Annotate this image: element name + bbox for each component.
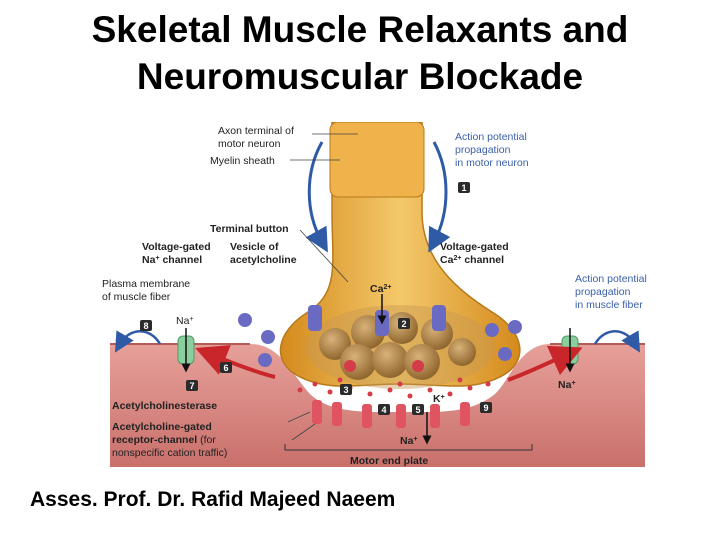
svg-text:1: 1 [461,183,466,193]
svg-text:3: 3 [343,385,348,395]
vesicle [372,342,408,378]
label-na-bottom: Na+ [400,435,418,447]
membrane-particle [485,323,499,337]
vesicle [319,328,351,360]
ca-channel [308,305,322,331]
label-plasma-1: Plasma membrane [102,278,190,290]
svg-text:7: 7 [189,381,194,391]
step-badge-6: 6 [220,362,232,373]
label-vesicle-1: Vesicle of [230,241,279,253]
label-myelin: Myelin sheath [210,155,275,167]
leader-lines [287,133,358,441]
label-ap-neuron-1: Action potential [455,131,527,143]
ach-receptor [312,400,322,424]
svg-text:2: 2 [401,319,406,329]
ach-receptor [332,402,342,426]
label-motor-end-plate: Motor end plate [350,455,428,467]
label-axon-terminal: Axon terminal of [218,125,294,137]
membrane-particle [258,353,272,367]
ach-receptor [430,404,440,428]
label-terminal-button: Terminal button [210,223,289,235]
step-badge-2: 2 [398,318,410,329]
title-line-2: Neuromuscular Blockade [136,56,584,97]
label-ache: Acetylcholinesterase [112,400,217,412]
step-badge-5: 5 [412,404,424,415]
label-ach-gated-3: nonspecific cation traffic) [112,447,227,459]
step-badge-3: 3 [340,384,352,395]
label-ap-muscle-1: Action potential [575,273,647,285]
label-vesicle-2: acetylcholine [230,254,297,266]
ach-receptor [396,404,406,428]
label-k-ion: K+ [433,393,445,405]
ach-receptor [460,402,470,426]
membrane-particle [261,330,275,344]
muscle-fiber [110,344,645,467]
membrane-particle [508,320,522,334]
label-vg-ca-1: Voltage-gated [440,241,509,253]
motor-end-plate-brace [284,444,533,451]
depolarization-arrow-right [507,345,583,382]
label-plasma-2: of muscle fiber [102,291,171,303]
vesicle [340,344,376,380]
page-title: Skeletal Muscle Relaxants and Neuromuscu… [0,6,720,100]
label-axon-terminal-2: motor neuron [218,138,281,150]
author-credit: Asses. Prof. Dr. Rafid Majeed Naeem [30,488,396,511]
step-badge-8: 8 [140,320,152,331]
vesicle [412,360,424,372]
label-ap-muscle-2: propagation [575,286,631,298]
svg-text:4: 4 [381,405,386,415]
step-badge-4: 4 [378,404,390,415]
membrane-particle [498,347,512,361]
svg-text:9: 9 [483,403,488,413]
step-badge-7: 7 [186,380,198,391]
ap-neuron-arrow-right [428,141,451,253]
membrane-particle [238,313,252,327]
svg-text:8: 8 [143,321,148,331]
vesicle [344,360,356,372]
ap-muscle-arrow-left [114,330,162,353]
myelin-sheath [329,122,425,198]
label-na-right: Na+ [558,379,576,391]
svg-text:5: 5 [415,405,420,415]
label-ca-ion: Ca2+ [370,283,391,295]
ap-neuron-arrow-left [305,141,328,253]
step-badge-1: 1 [458,182,470,193]
neuromuscular-junction-diagram: Axon terminal of motor neuron Myelin she… [102,122,647,467]
depolarization-arrow-left [195,345,276,379]
label-na-left: Na+ [176,315,194,327]
vesicle [448,338,476,366]
label-ach-gated-2: receptor-channel (for [112,434,216,446]
title-line-1: Skeletal Muscle Relaxants and [91,9,629,50]
ach-receptor [362,404,372,428]
label-ap-neuron-3: in motor neuron [455,157,529,169]
label-vg-na-1: Voltage-gated [142,241,211,253]
label-ap-muscle-3: in muscle fiber [575,299,643,311]
ca-channel [432,305,446,331]
label-vg-ca-2: Ca2+ channel [440,254,504,266]
label-vg-na-2: Na+ channel [142,254,202,266]
ap-muscle-arrow-right [593,330,641,353]
label-ach-gated-1: Acetylcholine-gated [112,421,212,433]
svg-text:6: 6 [223,363,228,373]
step-badges: 1 2 3 4 5 6 7 8 9 [140,182,492,415]
step-badge-9: 9 [480,402,492,413]
label-ap-neuron-2: propagation [455,144,511,156]
